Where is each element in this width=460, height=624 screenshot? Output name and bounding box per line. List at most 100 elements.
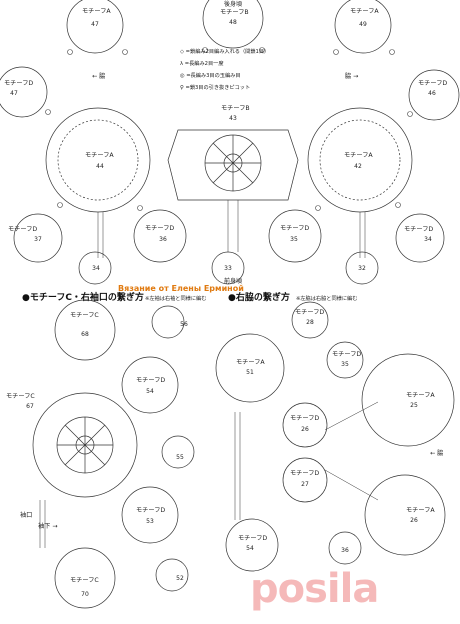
motif-number: 35: [341, 361, 349, 368]
motif-circle-d36: [133, 209, 187, 263]
back-center-label: 後身頃: [224, 0, 242, 8]
motif-label: モチーフC: [70, 577, 99, 584]
top-diagram: [0, 0, 460, 285]
motif-number: 26: [410, 517, 418, 524]
motif-circle-a49: [334, 0, 392, 54]
motif-circle-b48: [202, 0, 264, 49]
motif-number: 25: [410, 402, 418, 409]
motif-label: モチーフA: [85, 152, 114, 159]
front-center-label: 前身頃: [224, 277, 242, 285]
motif-label: モチーフA: [406, 392, 435, 399]
motif-label: モチーフD: [332, 351, 361, 358]
motif-circle-34: [78, 251, 112, 285]
motif-label: モチーフB: [220, 9, 249, 16]
left-section: ●モチーフC・右袖口の繋ぎ方 ※左袖は右袖と同様に編む モチーフC 68 56 …: [6, 291, 206, 609]
motif-label: モチーフD: [280, 225, 309, 232]
motif-circle-d26: [282, 402, 328, 448]
cuff-label: 袖口: [20, 511, 32, 519]
sleeve-under-mark: 袖下 →: [38, 522, 58, 530]
motif-label: モチーフD: [136, 507, 165, 514]
motif-label: モチーフD: [418, 80, 447, 87]
motif-inner-a44: [57, 119, 139, 201]
motif-label: モチーフC: [6, 393, 35, 400]
motif-label: モチーフD: [136, 377, 165, 384]
motif-label: モチーフD: [4, 80, 33, 87]
motif-label: モチーフA: [406, 507, 435, 514]
motif-number: 51: [246, 369, 254, 376]
motif-label: モチーフD: [290, 415, 319, 422]
right-section: ●右脇の繋ぎ方 ※左脇は右脇と同様に編む モチーフD 28 モチーフA 51 モ…: [215, 291, 455, 572]
motif-circle-d37: [13, 213, 63, 263]
motif-circle-d46: [408, 69, 460, 121]
legend-item-4: ♀ =鎖3目の引き抜きピコット: [180, 83, 250, 91]
motif-number: 27: [301, 481, 309, 488]
motif-number: 36: [159, 236, 167, 243]
motif-circle-c67: [32, 392, 138, 498]
motif-circle-a44: [45, 107, 151, 213]
motif-circle-55: [161, 435, 195, 469]
right-section-title: ●右脇の繋ぎ方: [228, 291, 290, 303]
motif-circle-a42: [307, 107, 413, 213]
legend-item-2: λ =長編み2目一度: [180, 59, 224, 67]
left-section-note: ※左袖は右袖と同様に編む: [145, 294, 206, 302]
motif-number: 54: [146, 388, 154, 395]
left-section-title: ●モチーフC・右袖口の繋ぎ方: [22, 291, 144, 303]
motif-label: モチーフD: [8, 226, 37, 233]
motif-number: 37: [34, 236, 42, 243]
motif-number: 70: [81, 591, 89, 598]
motif-number: 47: [10, 90, 18, 97]
side-mark-right: 脇 →: [345, 72, 358, 80]
motif-label: モチーフB: [221, 105, 250, 112]
motif-number: 52: [176, 575, 184, 582]
motif-label: モチーフD: [404, 226, 433, 233]
motif-circle-36: [328, 531, 362, 565]
motif-label: モチーフC: [70, 312, 99, 319]
motif-number: 49: [359, 21, 367, 28]
motif-number: 33: [224, 265, 232, 272]
motif-number: 56: [180, 321, 188, 328]
motif-circle-d53: [121, 486, 179, 544]
motif-label: モチーフD: [290, 470, 319, 477]
motif-number: 36: [341, 547, 349, 554]
motif-circle-32: [345, 251, 379, 285]
motif-number: 68: [81, 331, 89, 338]
motif-number: 44: [96, 163, 104, 170]
motif-circle-a47: [66, 0, 124, 54]
motif-circle-d35: [326, 341, 364, 379]
motif-number: 35: [290, 236, 298, 243]
motif-circle-a25: [361, 353, 455, 447]
right-section-note: ※左脇は右脇と同様に編む: [296, 294, 357, 302]
motif-number: 28: [306, 319, 314, 326]
motif-number: 67: [26, 403, 34, 410]
motif-inner-a42: [319, 119, 401, 201]
legend-item-3: ◎ =長編み3目の玉編み目: [180, 71, 241, 79]
motif-circle-d35: [268, 209, 322, 263]
motif-circle-a26: [364, 474, 446, 556]
motif-number: 43: [229, 115, 237, 122]
motif-label: モチーフA: [236, 359, 265, 366]
motif-number: 47: [91, 21, 99, 28]
motif-number: 26: [301, 426, 309, 433]
motif-number: 34: [424, 236, 432, 243]
motif-circle-d47: [0, 66, 48, 118]
top-labels: 後身頃 モチーフA 47 モチーフB 48 モチーフA 49 モチーフD 47 …: [4, 0, 447, 285]
motif-label: モチーフD: [295, 309, 324, 316]
side-mark-left: ← 脇: [92, 72, 105, 80]
motif-circle-c70: [54, 547, 116, 609]
motif-circle-d34: [395, 213, 445, 263]
motif-number: 42: [354, 163, 362, 170]
motif-circle-c68: [54, 299, 116, 361]
motif-hex-b43: [167, 129, 299, 201]
credit-text: Вязание от Елены Ерминой: [118, 284, 244, 293]
top-legend: ◇ =鎖編み2目編み入れる（間鎖1目） λ =長編み2目一度 ◎ =長編み3目の…: [180, 47, 269, 91]
motif-circle-d54: [121, 356, 179, 414]
motif-number: 54: [246, 545, 254, 552]
motif-circle-d27: [282, 457, 328, 503]
motif-circle-d54-right: [225, 518, 279, 572]
motif-label: モチーフD: [145, 225, 174, 232]
motif-number: 32: [358, 265, 366, 272]
motif-number: 46: [428, 90, 436, 97]
motif-circle-a51: [215, 333, 285, 403]
motif-circle-56: [151, 305, 185, 339]
